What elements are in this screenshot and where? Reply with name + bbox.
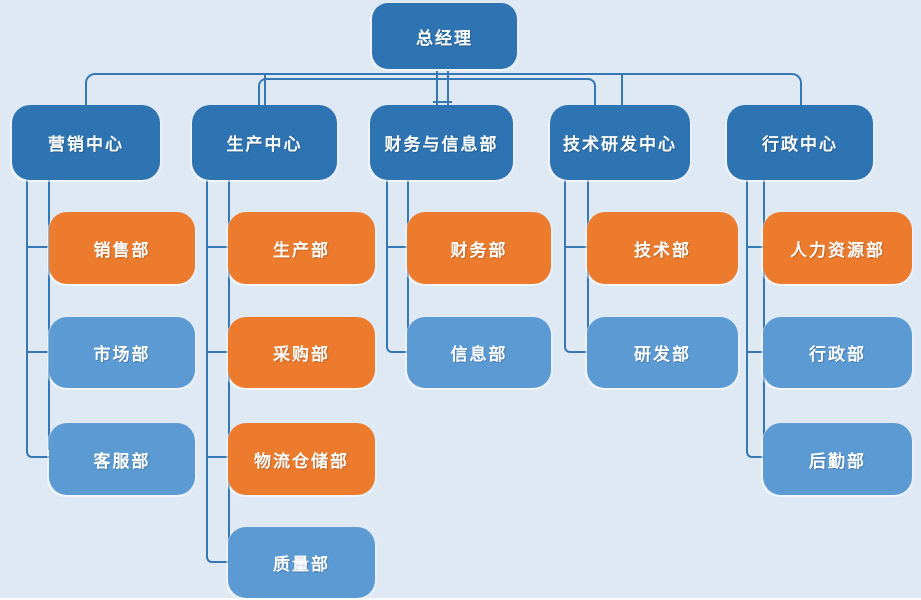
sub-box-admin-dept: 行政部 [763,317,912,388]
sub-box-finance-dept: 财务部 [407,212,551,284]
connector-root-right [447,71,449,105]
dept-box-production-center: 生产中心 [192,105,337,180]
connector-col4-main [564,180,589,353]
connector-col2-stub1 [206,246,228,248]
connector-col5-main [746,180,765,458]
connector-trunk [85,73,802,107]
connector-col3-main [386,180,409,353]
sub-box-logistics-warehouse-dept: 物流仓储部 [228,423,375,495]
sub-box-information-dept: 信息部 [407,317,551,388]
dept-box-tech-rd-center: 技术研发中心 [550,105,690,180]
connector-root-cap [433,101,452,103]
connector-col2-stub3 [206,456,228,458]
connector-bracket [258,78,596,106]
connector-col3-stub1 [386,246,407,248]
connector-col2-main [206,180,230,563]
sub-box-market-dept: 市场部 [49,317,195,388]
connector-col5-stub2 [746,351,763,353]
connector-col5-second [763,180,765,450]
connector-root-left [436,71,438,105]
dept-box-marketing-center: 营销中心 [12,105,160,180]
sub-box-production-dept: 生产部 [228,212,375,284]
dept-box-admin-center: 行政中心 [727,105,873,180]
connector-col1-stub1 [26,246,49,248]
bottom-edge [0,598,921,600]
sub-box-hr-dept: 人力资源部 [763,212,912,284]
connector-col1-main [26,180,51,458]
sub-box-quality-dept: 质量部 [228,527,375,598]
sub-box-sales-dept: 销售部 [49,212,195,284]
connector-col1-stub2 [26,351,49,353]
sub-box-logistics-support-dept: 后勤部 [763,423,912,495]
connector-drop-tech [621,73,623,105]
connector-col4-stub1 [564,246,587,248]
sub-box-rd-dept: 研发部 [587,317,738,388]
dept-box-finance-information: 财务与信息部 [370,105,513,180]
sub-box-technology-dept: 技术部 [587,212,738,284]
sub-box-customer-service-dept: 客服部 [49,423,195,495]
connector-drop-production [264,73,266,105]
connector-col1-second [48,180,50,450]
connector-col2-stub2 [206,351,228,353]
root-box-general-manager: 总经理 [372,3,517,69]
sub-box-procurement-dept: 采购部 [228,317,375,388]
connector-col5-stub1 [746,246,763,248]
